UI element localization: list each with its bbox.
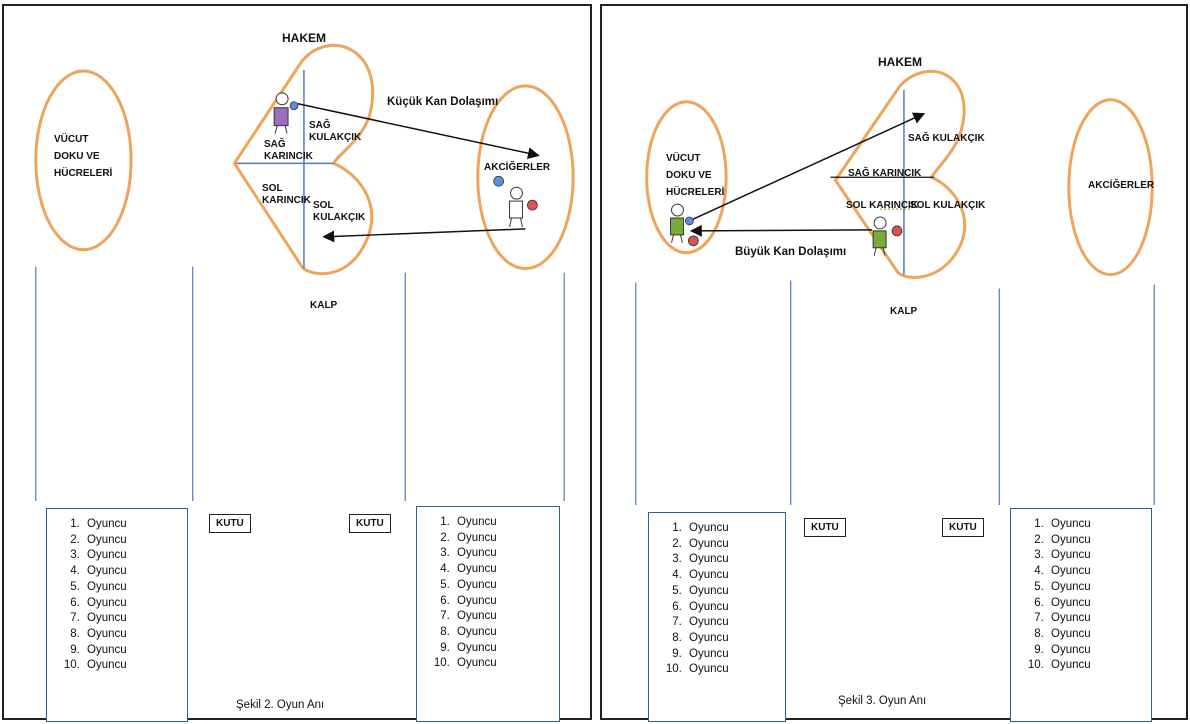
referee-label: HAKEM: [878, 55, 922, 69]
right-ventricle-label-1: SAĞ: [264, 139, 286, 150]
player-item: Oyuncu: [1047, 596, 1151, 612]
body-label-1: VÜCUT: [666, 153, 701, 164]
player-item: Oyuncu: [453, 531, 559, 547]
right-ventricle-label: SAĞ KARINCIK: [848, 168, 922, 179]
player-item: Oyuncu: [1047, 517, 1151, 533]
player-item: Oyuncu: [1047, 643, 1151, 659]
player-item: Oyuncu: [1047, 611, 1151, 627]
player-item: Oyuncu: [685, 584, 785, 600]
left-ventricle-label: SOL KARINCIK: [846, 200, 919, 211]
player-item: Oyuncu: [83, 517, 187, 533]
right-atrium-label-2: KULAKÇIK: [309, 132, 362, 143]
player-item: Oyuncu: [685, 615, 785, 631]
circulation-label: Büyük Kan Dolaşımı: [735, 246, 847, 258]
figure-caption: Şekil 3. Oyun Anı: [838, 695, 927, 707]
left-ventricle-label-1: SOL: [262, 183, 283, 194]
box-right[interactable]: KUTU: [942, 518, 984, 537]
arrow-to-heart: [322, 228, 526, 243]
right-atrium-label: SAĞ KULAKÇIK: [908, 133, 985, 144]
player-figure-icon: [273, 92, 299, 134]
referee-label: HAKEM: [282, 31, 326, 45]
left-ventricle-label-2: KARINCIK: [262, 195, 311, 206]
player-figure-icon: [670, 203, 699, 247]
left-atrium-label: SOL KULAKÇIK: [910, 200, 986, 211]
box-right[interactable]: KUTU: [349, 514, 391, 533]
player-item: Oyuncu: [453, 609, 559, 625]
player-item: Oyuncu: [83, 564, 187, 580]
player-item: Oyuncu: [685, 552, 785, 568]
player-item: Oyuncu: [453, 578, 559, 594]
left-atrium-label-1: SOL: [313, 200, 334, 211]
lungs-label: AKCİĞERLER: [1088, 180, 1155, 191]
player-item: Oyuncu: [685, 647, 785, 663]
player-list-left: Oyuncu Oyuncu Oyuncu Oyuncu Oyuncu Oyunc…: [46, 508, 188, 722]
lungs-ellipse: [476, 84, 575, 271]
arrow-to-heart: [691, 112, 926, 221]
body-label-1: VÜCUT: [54, 134, 89, 145]
player-item: Oyuncu: [453, 625, 559, 641]
heart-label: KALP: [310, 300, 338, 311]
figure-3-diagram: [635, 69, 1155, 506]
player-item: Oyuncu: [453, 641, 559, 657]
figure-2-panel: HAKEM VÜCUT DOKU VE HÜCRELERİ SAĞ KULAKÇ…: [2, 4, 592, 722]
heart-outline: [232, 43, 375, 276]
lungs-label: AKCİĞERLER: [484, 162, 551, 173]
player-item: Oyuncu: [83, 658, 187, 674]
body-label-2: DOKU VE: [54, 151, 100, 162]
box-left[interactable]: KUTU: [209, 514, 251, 533]
circulation-label: Küçük Kan Dolaşımı: [387, 96, 499, 108]
arrow-to-body: [689, 224, 873, 237]
body-ellipse: [34, 69, 133, 252]
body-label-3: HÜCRELERİ: [54, 168, 113, 179]
player-item: Oyuncu: [1047, 658, 1151, 674]
player-item: Oyuncu: [685, 521, 785, 537]
player-item: Oyuncu: [1047, 627, 1151, 643]
body-ellipse: [645, 100, 728, 255]
player-item: Oyuncu: [83, 596, 187, 612]
player-item: Oyuncu: [83, 611, 187, 627]
player-item: Oyuncu: [83, 548, 187, 564]
arrow-to-lungs: [297, 103, 540, 160]
player-item: Oyuncu: [1047, 548, 1151, 564]
player-list-left: Oyuncu Oyuncu Oyuncu Oyuncu Oyuncu Oyunc…: [648, 512, 786, 722]
player-item: Oyuncu: [83, 627, 187, 643]
body-label-2: DOKU VE: [666, 170, 712, 181]
player-item: Oyuncu: [453, 546, 559, 562]
right-ventricle-label-2: KARINCIK: [264, 151, 313, 162]
box-left[interactable]: KUTU: [804, 518, 846, 537]
player-item: Oyuncu: [685, 662, 785, 678]
player-item: Oyuncu: [453, 562, 559, 578]
player-item: Oyuncu: [83, 580, 187, 596]
lungs-ellipse: [1067, 98, 1154, 277]
player-list-right: Oyuncu Oyuncu Oyuncu Oyuncu Oyuncu Oyunc…: [416, 506, 560, 722]
player-figure-icon: [493, 175, 538, 228]
player-item: Oyuncu: [83, 533, 187, 549]
figure-3-panel: HAKEM VÜCUT DOKU VE HÜCRELERİ SAĞ KULAKÇ…: [600, 4, 1188, 722]
player-item: Oyuncu: [685, 631, 785, 647]
heart-label: KALP: [890, 306, 918, 317]
figure-caption: Şekil 2. Oyun Anı: [236, 699, 325, 711]
player-item: Oyuncu: [1047, 533, 1151, 549]
player-item: Oyuncu: [685, 537, 785, 553]
body-label-3: HÜCRELERİ: [666, 187, 725, 198]
figure-2-diagram: [34, 43, 575, 502]
left-atrium-label-2: KULAKÇIK: [313, 212, 366, 223]
player-item: Oyuncu: [685, 600, 785, 616]
player-list-right: Oyuncu Oyuncu Oyuncu Oyuncu Oyuncu Oyunc…: [1010, 508, 1152, 722]
player-item: Oyuncu: [1047, 564, 1151, 580]
player-item: Oyuncu: [685, 568, 785, 584]
right-atrium-label-1: SAĞ: [309, 120, 331, 131]
player-item: Oyuncu: [83, 643, 187, 659]
player-item: Oyuncu: [453, 656, 559, 672]
player-item: Oyuncu: [1047, 580, 1151, 596]
player-figure-icon: [872, 216, 903, 256]
player-item: Oyuncu: [453, 594, 559, 610]
player-item: Oyuncu: [453, 515, 559, 531]
